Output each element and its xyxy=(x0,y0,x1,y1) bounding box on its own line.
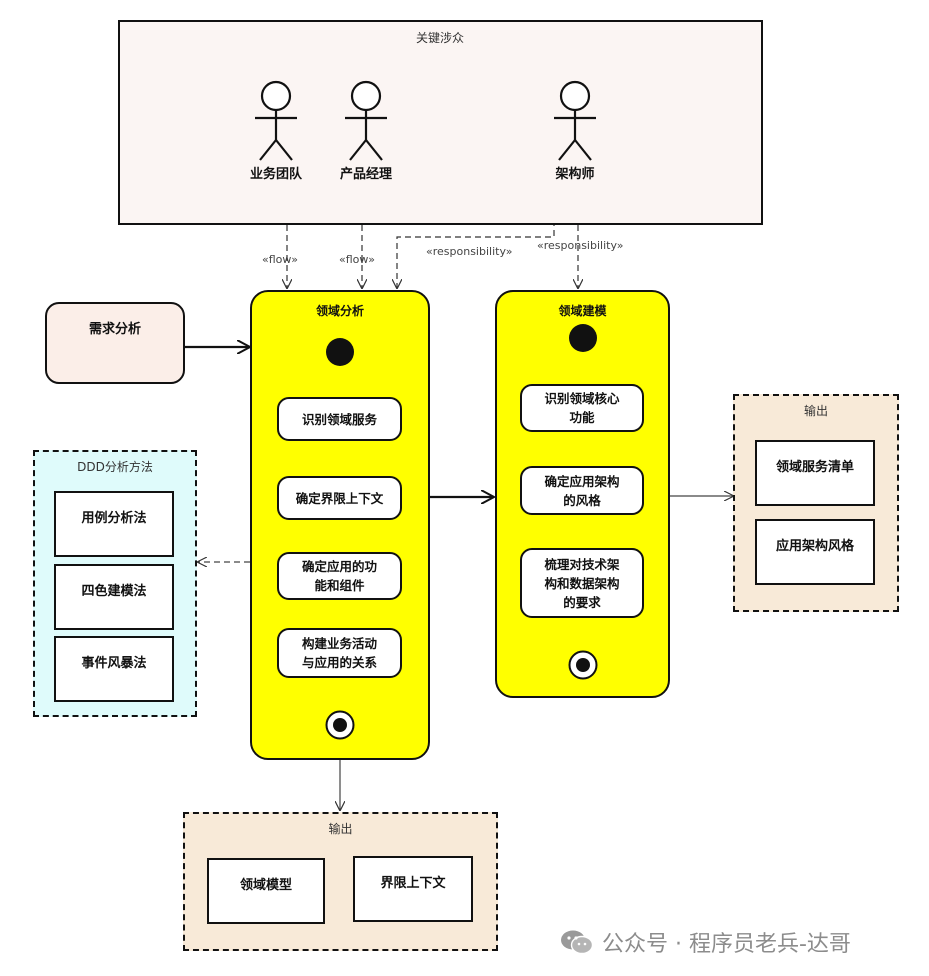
activity-label-line3: 的要求 xyxy=(563,594,601,610)
activity-determine-architecture-style: 确定应用架构 的风格 xyxy=(520,466,644,515)
actor-icon xyxy=(255,80,297,161)
output-bottom-title: 输出 xyxy=(328,822,353,836)
output-label: 界限上下文 xyxy=(380,876,446,891)
domain-analysis-lane xyxy=(250,290,430,760)
watermark: 公众号 · 程序员老兵-达哥 xyxy=(560,922,910,962)
output-label: 领域模型 xyxy=(239,878,292,893)
domain-analysis-title: 领域分析 xyxy=(315,304,364,318)
responsibility-label-modeling: «responsibility» xyxy=(537,239,624,252)
output-architecture-style: 应用架构风格 xyxy=(755,519,875,585)
actor-label-business-team: 业务团队 xyxy=(249,166,302,182)
final-node-icon xyxy=(568,650,598,680)
activity-label-line2: 构和数据架构 xyxy=(544,575,620,591)
ddd-method-use-case: 用例分析法 xyxy=(54,491,174,557)
activity-label-line2: 功能 xyxy=(569,410,595,425)
activity-label-line1: 构建业务活动 xyxy=(301,636,377,651)
wechat-icon xyxy=(561,930,594,955)
activity-label-line2: 与应用的关系 xyxy=(301,655,377,670)
activity-build-business-relations: 构建业务活动 与应用的关系 xyxy=(277,628,402,678)
activity-identify-domain-services: 识别领域服务 xyxy=(277,397,402,441)
output-right-title: 输出 xyxy=(803,404,828,418)
activity-determine-bounded-context: 确定界限上下文 xyxy=(277,476,402,520)
output-domain-model: 领域模型 xyxy=(207,858,325,924)
activity-label-line1: 确定应用架构 xyxy=(544,473,620,489)
stakeholders-title: 关键涉众 xyxy=(415,30,464,45)
output-label: 领域服务清单 xyxy=(775,460,854,475)
activity-label-line1: 识别领域核心 xyxy=(544,391,620,406)
flow-label-business: «flow» xyxy=(262,253,298,266)
output-domain-service-list: 领域服务清单 xyxy=(755,440,875,506)
activity-label-line2: 能和组件 xyxy=(314,578,365,593)
activity-sort-tech-data-requirements: 梳理对技术架 构和数据架构 的要求 xyxy=(520,548,644,618)
responsibility-label-analysis: «responsibility» xyxy=(426,245,513,258)
requirement-analysis-box: 需求分析 xyxy=(45,302,185,384)
ddd-method-label: 四色建模法 xyxy=(81,584,147,599)
output-label: 应用架构风格 xyxy=(775,539,854,554)
initial-node-icon xyxy=(326,338,354,366)
requirement-analysis-label: 需求分析 xyxy=(88,322,141,337)
actor-label-product-manager: 产品经理 xyxy=(339,166,392,182)
activity-label-line2: 的风格 xyxy=(563,492,601,508)
ddd-method-label: 用例分析法 xyxy=(81,511,147,526)
final-node-icon xyxy=(325,710,355,740)
domain-modeling-title: 领域建模 xyxy=(558,304,607,318)
actor-icon xyxy=(554,80,596,161)
ddd-method-four-color: 四色建模法 xyxy=(54,564,174,630)
flow-label-product: «flow» xyxy=(339,253,375,266)
activity-label-line1: 梳理对技术架 xyxy=(544,556,620,572)
activity-identify-core-functions: 识别领域核心 功能 xyxy=(520,384,644,432)
stakeholders-frame xyxy=(118,20,763,225)
activity-label-line1: 确定应用的功 xyxy=(301,559,377,574)
output-bounded-context: 界限上下文 xyxy=(353,856,473,922)
initial-node-icon xyxy=(569,324,597,352)
actor-label-architect: 架构师 xyxy=(555,166,595,182)
ddd-method-event-storming: 事件风暴法 xyxy=(54,636,174,702)
watermark-text: 公众号 · 程序员老兵-达哥 xyxy=(602,932,851,957)
ddd-method-label: 事件风暴法 xyxy=(81,656,147,671)
actor-icon xyxy=(345,80,387,161)
activity-label: 确定界限上下文 xyxy=(295,490,384,506)
activity-determine-functions-components: 确定应用的功 能和组件 xyxy=(277,552,402,600)
ddd-methods-title: DDD分析方法 xyxy=(77,460,153,474)
activity-label: 识别领域服务 xyxy=(301,411,377,427)
